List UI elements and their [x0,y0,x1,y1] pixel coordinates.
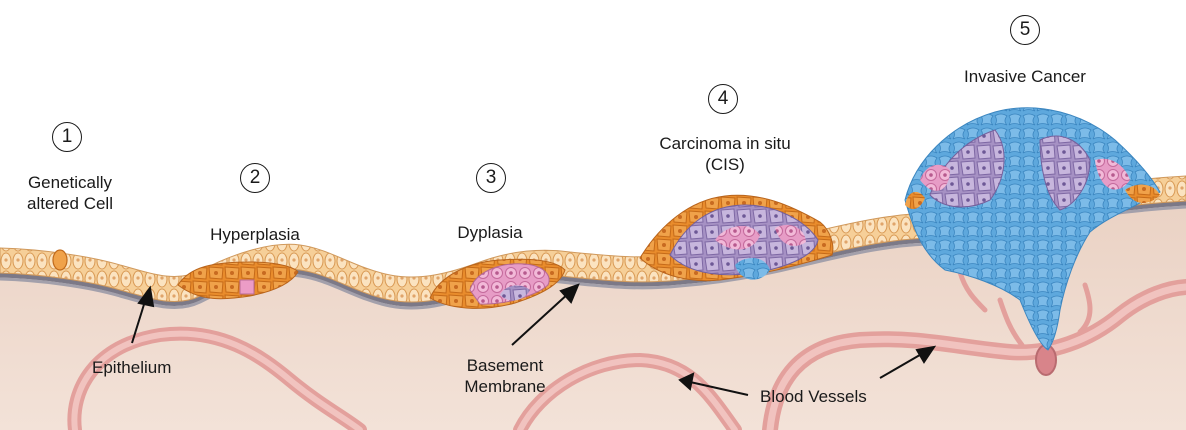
stage-4-label-line1: Carcinoma in situ [630,133,820,154]
stage-3-label: Dyplasia [435,222,545,243]
stage-5-number: 5 [1010,15,1040,45]
stage-2-number: 2 [240,163,270,193]
vessel-opening [1036,345,1056,375]
altered-cell [53,250,67,270]
basement-membrane-label: Basement Membrane [445,355,565,397]
stage-3-number: 3 [476,163,506,193]
stage-5-label: Invasive Cancer [935,66,1115,87]
stage-4-label: Carcinoma in situ (CIS) [630,133,820,175]
stage-1-label: Genetically altered Cell [10,172,130,214]
epithelium-label: Epithelium [92,357,171,378]
stage-4-number: 4 [708,84,738,114]
stage-4-label-line2: (CIS) [630,154,820,175]
stage-2-label: Hyperplasia [190,224,320,245]
basement-label-line2: Membrane [445,376,565,397]
stage-1-label-line2: altered Cell [10,193,130,214]
blood-vessels-label: Blood Vessels [760,386,867,407]
stage-1-number: 1 [52,122,82,152]
stage-1-label-line1: Genetically [10,172,130,193]
basement-label-line1: Basement [445,355,565,376]
